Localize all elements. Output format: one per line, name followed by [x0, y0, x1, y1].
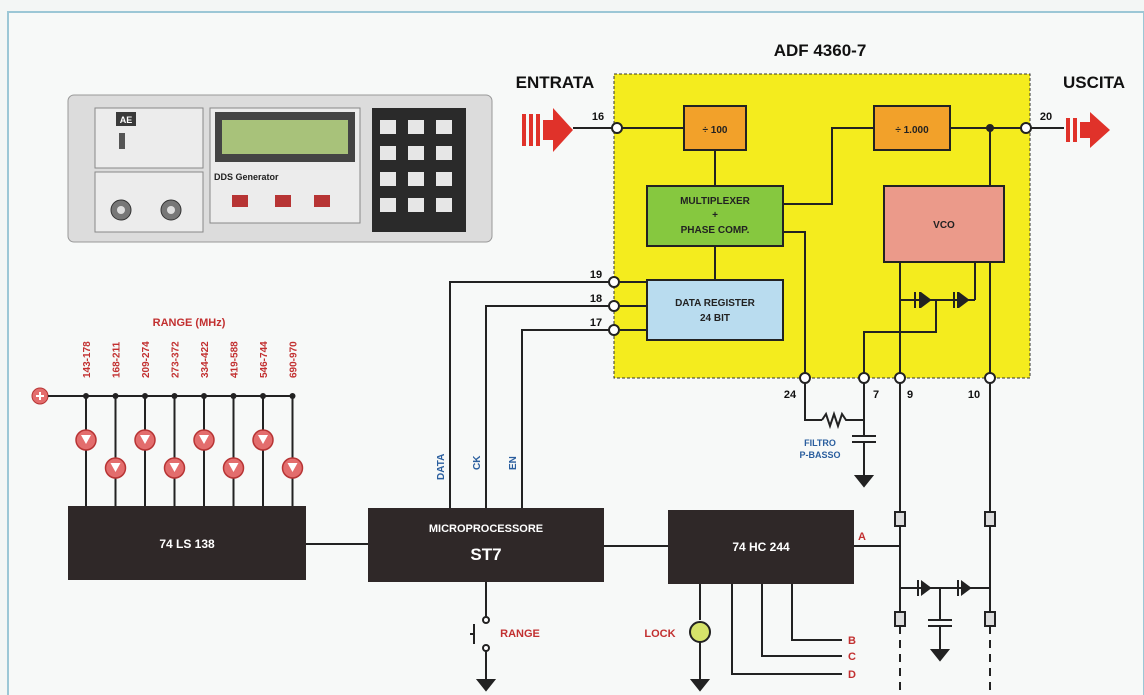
multiplexer-plus: + [712, 210, 718, 221]
bus-data-label: DATA [436, 454, 447, 480]
bus-en-label: EN [508, 456, 519, 470]
filter-label: FILTRO [804, 438, 836, 448]
pin-7-label: 7 [873, 389, 879, 401]
range-title: RANGE (MHz) [153, 317, 226, 329]
range-band-label: 546-744 [259, 341, 270, 378]
phase-comp-label: PHASE COMP. [681, 225, 750, 236]
device-display-label: DDS Generator [214, 172, 279, 182]
device-button [275, 195, 291, 207]
pin-10-label: 10 [968, 389, 980, 401]
pin-18-label: 18 [590, 293, 602, 305]
data-register-bits: 24 BIT [700, 313, 730, 324]
data-register-label: DATA REGISTER [675, 298, 756, 309]
range-power-node [32, 388, 48, 404]
bus-ck-label: CK [472, 455, 483, 470]
microprocessor-label: MICROPROCESSORE [429, 523, 543, 535]
range-band-label: 419-588 [230, 341, 241, 378]
divider-1000-label: ÷ 1.000 [895, 125, 929, 136]
lcd-display [222, 120, 348, 154]
range-band-label: 168-211 [112, 341, 123, 378]
microprocessor-model: ST7 [470, 545, 501, 564]
pin-16-label: 16 [592, 111, 604, 123]
decoder-label: 74 LS 138 [159, 537, 215, 551]
dds-generator-device: AE DDS Generator [68, 95, 492, 242]
device-logo: AE [120, 115, 133, 125]
vco-label: VCO [933, 220, 955, 231]
lock-led-label: LOCK [644, 628, 675, 640]
input-label: ENTRATA [516, 73, 595, 92]
device-button [314, 195, 330, 207]
output-a-label: A [858, 531, 866, 543]
output-c-label: C [848, 651, 856, 663]
range-band-label: 690-970 [289, 341, 300, 378]
pin-19-label: 19 [590, 269, 602, 281]
range-band-label: 209-274 [141, 341, 152, 378]
chip-title: ADF 4360-7 [774, 41, 867, 60]
power-switch [119, 133, 125, 149]
multiplexer-label: MULTIPLEXER [680, 196, 751, 207]
data-register-block [647, 280, 783, 340]
buffer-label: 74 HC 244 [732, 540, 790, 554]
range-button-label: RANGE [500, 628, 540, 640]
pin-20-label: 20 [1040, 111, 1052, 123]
pin-9-label: 9 [907, 389, 913, 401]
range-band-label: 334-422 [200, 341, 211, 378]
output-d-label: D [848, 669, 856, 681]
output-b-label: B [848, 635, 856, 647]
pin-17-label: 17 [590, 317, 602, 329]
range-band-label: 143-178 [82, 341, 93, 378]
device-button [232, 195, 248, 207]
pin-24-label: 24 [784, 389, 797, 401]
divider-100-label: ÷ 100 [703, 125, 728, 136]
output-label: USCITA [1063, 73, 1125, 92]
filter-type-label: P-BASSO [799, 450, 840, 460]
range-band-label: 273-372 [171, 341, 182, 378]
